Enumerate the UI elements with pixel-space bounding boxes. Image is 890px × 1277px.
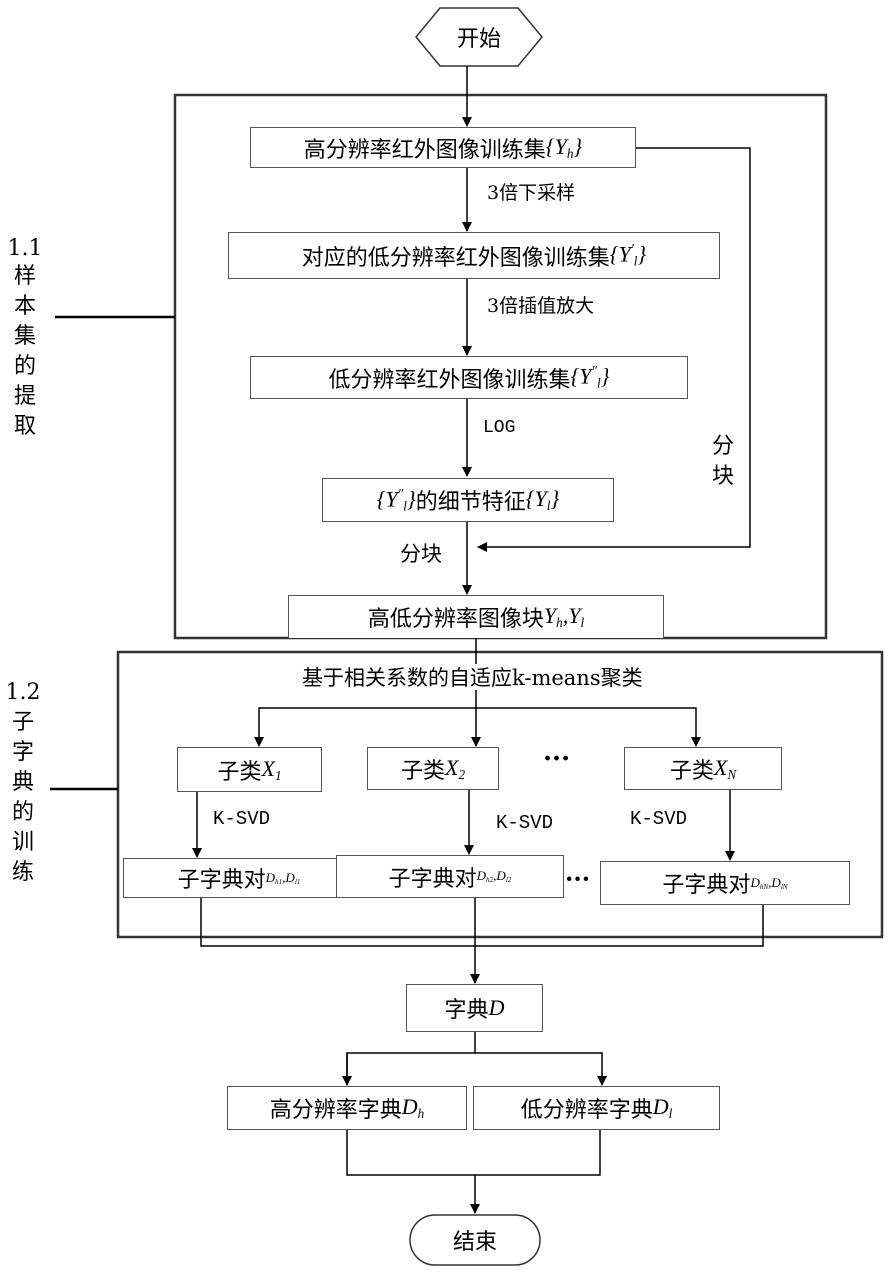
image-patches-node: 高低分辨率图像块Yh,Yl — [288, 595, 664, 638]
log-label: LOG — [483, 418, 515, 438]
subclass-2-node: 子类X2 — [367, 747, 499, 790]
dots-top: ··· — [543, 744, 570, 774]
ksvd-2-label: K-SVD — [496, 812, 553, 834]
subclass-n-node: 子类XN — [624, 747, 782, 790]
subdict-2-node: 子字典对Dh2,Dl2 — [336, 855, 564, 898]
subdict-n-node: 子字典对DhN,DlN — [600, 861, 850, 905]
end-label: 结束 — [410, 1215, 540, 1265]
block-left-label: 分块 — [400, 538, 442, 568]
section1-title: 样本集的提取 — [2, 262, 48, 442]
interp-label: 3倍插值放大 — [487, 291, 594, 318]
ksvd-1-label: K-SVD — [213, 808, 270, 830]
lr-dictionary-node: 低分辨率字典Dl — [473, 1086, 720, 1130]
lr-interp-set-node: 低分辨率红外图像训练集{Y″l} — [250, 356, 688, 399]
detail-feature-node: {Y″l} 的细节特征 {Yl} — [322, 478, 614, 522]
downsample-label: 3倍下采样 — [487, 178, 575, 205]
start-label: 开始 — [416, 8, 542, 66]
dots-bottom: ··· — [565, 864, 590, 893]
hr-dictionary-node: 高分辨率字典Dh — [227, 1086, 467, 1130]
subdict-1-node: 子字典对Dh1,Dl1 — [123, 858, 355, 898]
section2-title: 子字典的训练 — [0, 708, 46, 888]
block-right-label: 分块 — [700, 432, 746, 492]
subclass-1-node: 子类X1 — [177, 747, 322, 792]
hr-training-set-node: 高分辨率红外图像训练集{Yh} — [250, 127, 636, 168]
ksvd-n-label: K-SVD — [630, 808, 687, 830]
section2-number: 1.2 — [0, 678, 46, 708]
cluster-label: 基于相关系数的自适应k-means聚类 — [302, 662, 643, 692]
section1-number: 1.1 — [2, 234, 48, 264]
lr-training-set-node: 对应的低分辨率红外图像训练集{Y′l} — [228, 232, 720, 279]
dictionary-node: 字典D — [406, 984, 543, 1032]
